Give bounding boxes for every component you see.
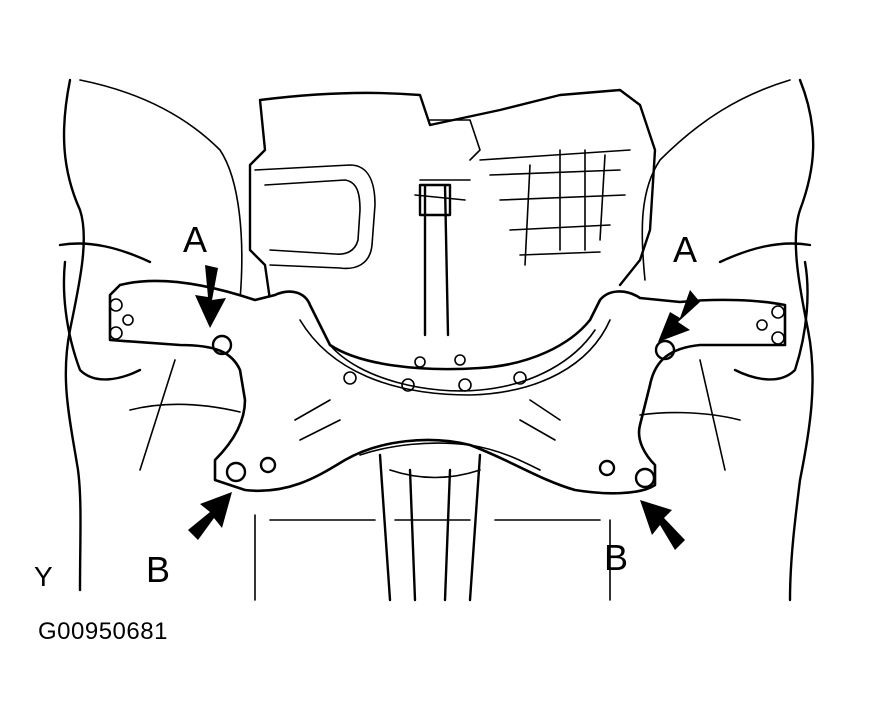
hole-1 [343,371,357,385]
label-front-left: A [183,219,208,260]
crossmember-inner-2 [299,319,611,396]
figure-id: G00950681 [38,618,168,645]
crossmember-body [108,279,787,495]
corner-mark: Y [34,561,53,592]
bracket-bolt-right-3 [756,319,768,331]
link-right [639,359,741,471]
hole-5 [414,356,426,368]
label-rear-left: B [146,549,171,590]
bracket-bolt-left-2 [109,326,123,340]
steering-shaft [418,183,452,337]
crossmember-inner-4 [294,399,561,441]
fender-left [79,79,243,301]
crossmember-inner-3 [359,442,541,471]
hole-4 [513,371,527,385]
label-front-right: A [673,229,698,270]
bracket-right [718,242,812,381]
bracket-bolt-left-3 [122,314,134,326]
lower-frame-right [494,519,611,601]
bracket-bolt-right-1 [771,305,785,319]
body-outline-right [788,78,815,602]
transmission-detail-1 [254,164,376,270]
bracket-bolt-left-1 [109,298,123,312]
arrow-front-right [658,290,700,342]
arrow-rear-right [640,500,685,550]
bolt-rear-right-2 [598,459,616,477]
label-rear-right: B [604,537,629,578]
crossmember-inner-1 [329,329,596,392]
fender-right [641,79,791,281]
transmission-detail-2 [264,179,361,255]
arrow-rear-left [188,492,232,540]
bracket-left [58,242,152,381]
lower-tube [378,453,482,602]
bolt-front-left [211,334,233,356]
transmission-detail-4 [524,149,606,266]
bolt-rear-left [225,461,247,483]
link-left [129,359,241,471]
bolt-front-right [654,339,676,361]
transmission-detail-3 [479,149,631,256]
arrow-front-left [195,265,226,328]
hole-6 [454,354,466,366]
bolt-rear-left-2 [259,456,277,474]
lower-tube-detail [389,469,481,521]
lower-frame-left [254,514,376,601]
bolt-rear-right [634,467,656,489]
transmission-outline [248,88,657,302]
hole-2 [401,378,415,392]
body-outline-left [62,78,85,592]
bracket-bolt-right-2 [771,331,785,345]
transmission-detail-5 [414,119,481,201]
hole-3 [458,378,472,392]
